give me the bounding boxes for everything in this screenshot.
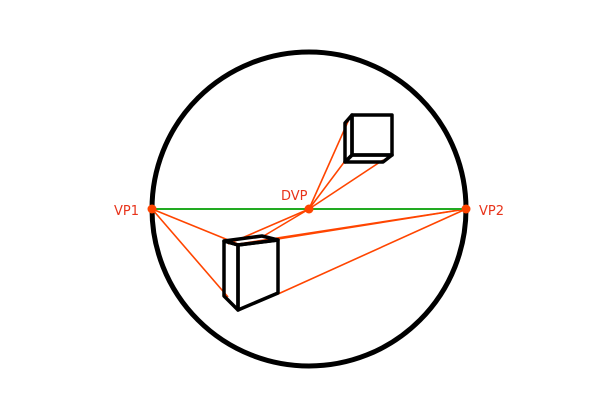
line-vp2-box-bottom	[277, 208, 467, 295]
line-dvp-cube-left	[308, 116, 351, 210]
line-dvp-cube-mid	[308, 160, 346, 210]
dvp-label: DVP	[281, 189, 308, 204]
vp2-point	[461, 204, 471, 214]
lower-box	[222, 234, 280, 312]
vp1-label: VP1	[114, 204, 139, 219]
vp1-point	[147, 204, 157, 214]
upper-cube	[343, 113, 394, 164]
lower-box-left-face	[222, 239, 240, 312]
lower-box-right-face	[236, 238, 280, 312]
vp2-label: VP2	[479, 204, 504, 219]
line-vp2-box-top-right	[277, 208, 467, 240]
line-vp1-box-bottom	[151, 208, 229, 298]
upper-cube-front-face	[350, 113, 394, 157]
dvp-point	[304, 204, 314, 214]
upper-cube-bottom	[343, 153, 394, 164]
line-dvp-box-right	[261, 208, 310, 238]
line-dvp-cube-right	[308, 159, 384, 210]
line-vp1-box-top	[151, 208, 239, 245]
